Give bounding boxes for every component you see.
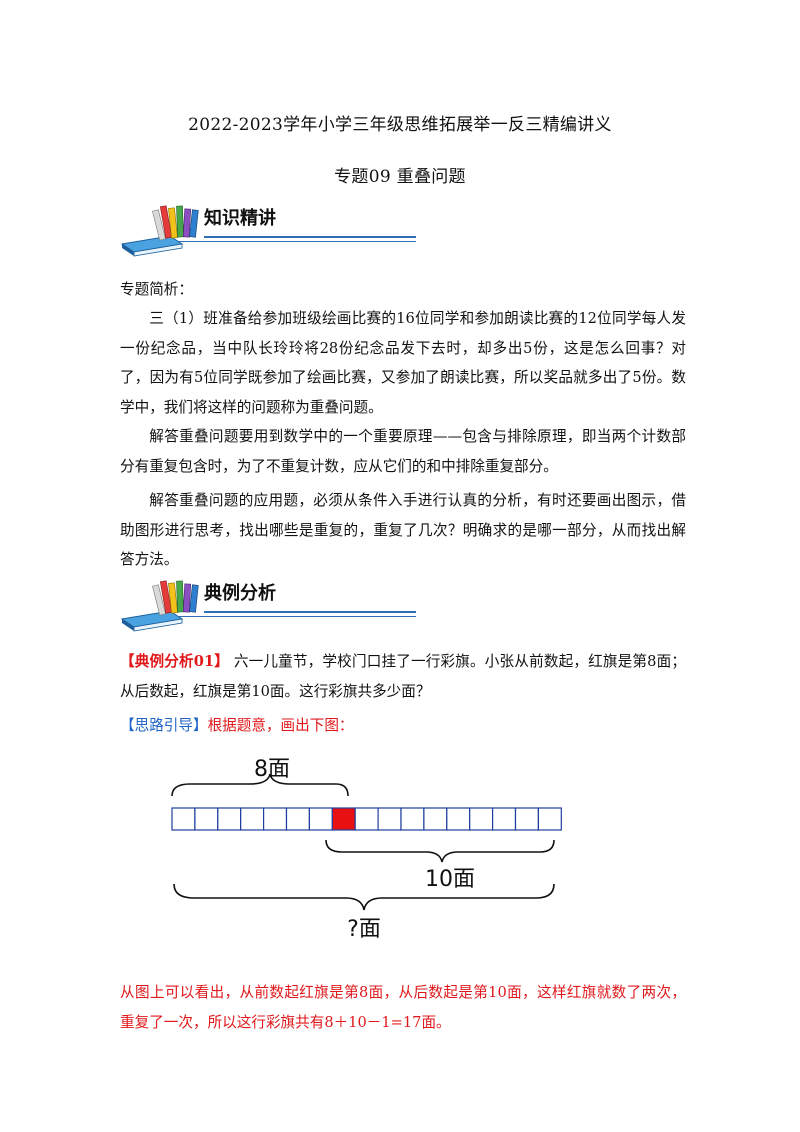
books-icon xyxy=(120,205,199,257)
flag-cell xyxy=(492,807,517,831)
flag-cell xyxy=(469,807,494,831)
document-title: 2022-2023学年小学三年级思维拓展举一反三精编讲义 xyxy=(188,115,612,135)
flag-cell xyxy=(377,807,402,831)
example-tag: 【典例分析01】 xyxy=(120,653,230,670)
section-divider xyxy=(178,616,416,617)
hint-text: 根据题意，画出下图： xyxy=(207,717,354,734)
hint-tag: 【思路引导】 xyxy=(120,717,208,734)
example-text: 六一儿童节，学校门口挂了一行彩旗。小张从前数起，红旗是第8面；从后数起，红旗是第… xyxy=(120,653,686,700)
label-total-count: ?面 xyxy=(347,917,381,942)
flag-cell xyxy=(285,807,310,831)
section-divider xyxy=(178,241,416,242)
red-flag-cell xyxy=(331,807,356,831)
section-divider xyxy=(204,611,416,613)
answer-explanation: 从图上可以看出，从前数起红旗是第8面，从后数起是第10面，这样红旗就数了两次，重… xyxy=(120,984,686,1031)
document-subtitle: 专题09 重叠问题 xyxy=(334,167,466,187)
intro-heading: 专题简析： xyxy=(120,281,193,298)
flag-cell xyxy=(217,807,242,831)
brace-total xyxy=(173,883,555,911)
brace-back xyxy=(325,839,555,863)
flag-diagram-svg: 8面 10面 ?面 xyxy=(171,757,562,942)
section-banner-examples: 典例分析 xyxy=(120,575,416,635)
flag-cell xyxy=(308,807,333,831)
flag-cell xyxy=(400,807,425,831)
paragraph-2: 解答重叠问题要用到数学中的一个重要原理——包含与排除原理，即当两个计数部分有重复… xyxy=(120,428,686,475)
flag-cell xyxy=(423,807,448,831)
label-back-count: 10面 xyxy=(425,867,475,892)
brace-front xyxy=(171,773,349,797)
books-icon xyxy=(120,580,199,632)
section-label-knowledge: 知识精讲 xyxy=(204,208,276,229)
section-label-examples: 典例分析 xyxy=(204,583,276,604)
flag-cell xyxy=(262,807,288,831)
paragraph-1: 三（1）班准备给参加班级绘画比赛的16位同学和参加朗读比赛的12位同学每人发一份… xyxy=(120,310,686,416)
hint-line: 【思路引导】根据题意，画出下图： xyxy=(120,711,686,741)
example-problem: 【典例分析01】 六一儿童节，学校门口挂了一行彩旗。小张从前数起，红旗是第8面；… xyxy=(120,647,686,706)
flag-cell xyxy=(171,807,196,831)
section-divider xyxy=(204,236,416,238)
flag-cell xyxy=(194,807,219,831)
paragraph-3: 解答重叠问题的应用题，必须从条件入手进行认真的分析，有时还要画出图示，借助图形进… xyxy=(120,492,686,568)
flag-row xyxy=(171,807,562,831)
flag-cell xyxy=(537,807,562,831)
flag-cell xyxy=(240,807,265,831)
flag-cell xyxy=(446,807,471,831)
section-banner-knowledge: 知识精讲 xyxy=(120,200,416,260)
flag-cell xyxy=(514,807,539,831)
flag-diagram: 8面 10面 ?面 xyxy=(150,744,570,944)
flag-cell xyxy=(354,807,379,831)
